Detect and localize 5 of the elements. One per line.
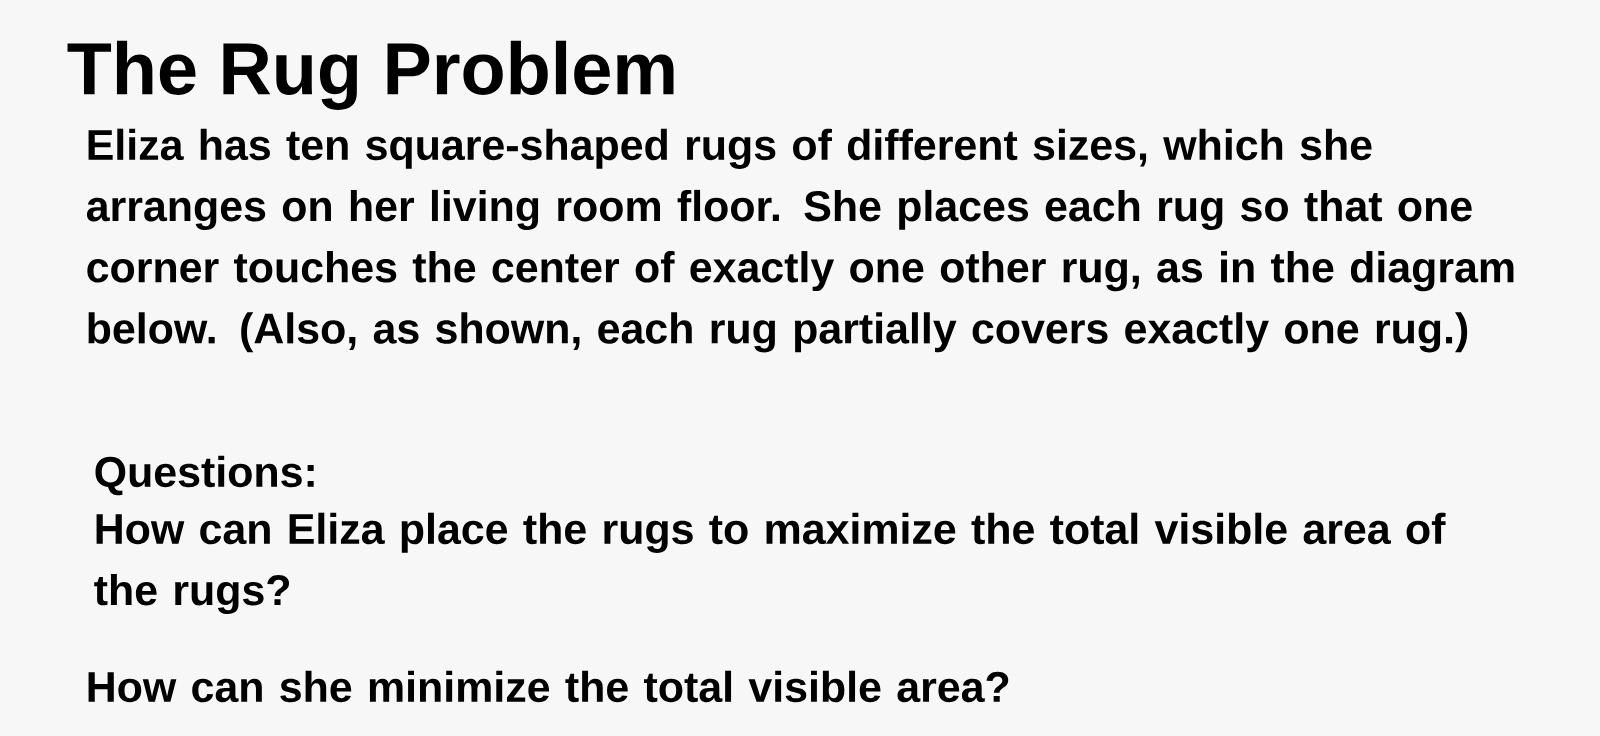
questions-heading: Questions: [95,455,314,496]
title: The Rug Problem [67,40,674,110]
question-text: How can Eliza place the rugs to maximize the total visible area of the rugs? [94,512,1446,615]
problem-paragraph: Eliza has ten square-shaped rugs of different sizes, which she arranges on her living room floor. She places each rug so that one corner touches the center of exactly one other rug, as in the diagram below. (Also, as shown, each rug partially covers exactly one rug.) [87,128,1514,353]
question-text: How can she minimize the total visible area? [88,670,1009,703]
